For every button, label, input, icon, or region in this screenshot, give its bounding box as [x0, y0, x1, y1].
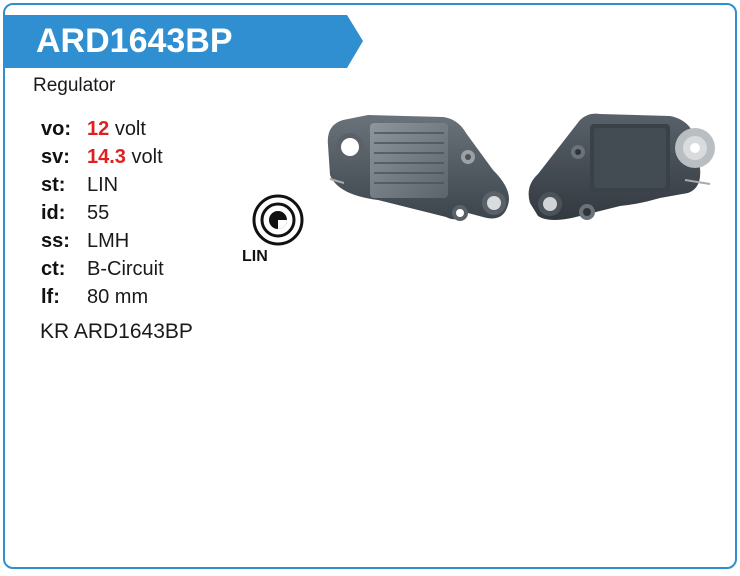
- spec-value: LMH: [87, 229, 130, 252]
- title-banner: ARD1643BP: [5, 15, 365, 68]
- spec-value: 55: [87, 201, 110, 224]
- connector-pin-icon: [252, 194, 304, 246]
- title-banner-shape: [5, 15, 363, 68]
- spec-value-group: 14.3 volt: [87, 146, 163, 169]
- spec-list: vo: 12 volt sv: 14.3 volt st: LIN id: 55…: [41, 115, 164, 311]
- spec-row-lf: lf: 80 mm: [41, 283, 164, 311]
- regulator-back-photo: [528, 113, 715, 220]
- spec-key: lf:: [41, 285, 60, 308]
- spec-unit: volt: [131, 145, 163, 168]
- product-type: Regulator: [33, 75, 116, 96]
- spec-value: 14.3: [87, 145, 126, 168]
- spec-value: 80 mm: [87, 285, 149, 308]
- spec-key: ct:: [41, 257, 66, 280]
- spec-key: st:: [41, 173, 66, 196]
- spec-value: LIN: [87, 173, 119, 196]
- spec-row-ss: ss: LMH: [41, 227, 164, 255]
- spec-value-group: 12 volt: [87, 118, 146, 141]
- part-number: KR ARD1643BP: [40, 320, 193, 343]
- spec-value: B-Circuit: [87, 257, 164, 280]
- page-title: ARD1643BP: [36, 22, 233, 60]
- spec-row-id: id: 55: [41, 199, 164, 227]
- product-card: [3, 3, 737, 569]
- spec-row-st: st: LIN: [41, 171, 164, 199]
- connector-label: LIN: [242, 248, 268, 265]
- regulator-front-photo: [327, 115, 509, 221]
- spec-unit: volt: [114, 117, 146, 140]
- spec-key: vo:: [41, 117, 71, 140]
- spec-key: sv:: [41, 145, 70, 168]
- spec-row-ct: ct: B-Circuit: [41, 255, 164, 283]
- spec-row-vo: vo: 12 volt: [41, 115, 164, 143]
- spec-key: ss:: [41, 229, 70, 252]
- spec-value: 12: [87, 117, 110, 140]
- spec-key: id:: [41, 201, 66, 224]
- spec-row-sv: sv: 14.3 volt: [41, 143, 164, 171]
